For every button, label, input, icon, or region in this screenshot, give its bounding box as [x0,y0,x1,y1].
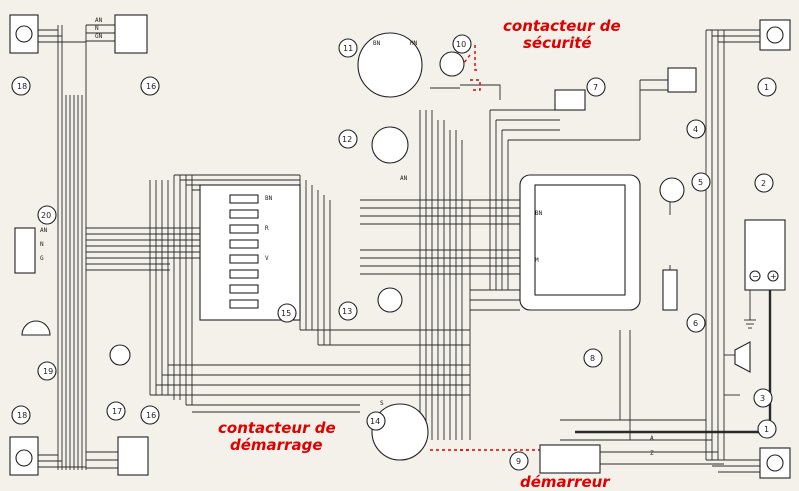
svg-text:16: 16 [146,82,156,91]
svg-text:V: V [265,255,269,262]
svg-text:15: 15 [281,309,291,318]
component-9-starter: 9 [509,444,601,474]
annotation-safety-switch: contacteur de sécurité [503,18,621,52]
component-14-start-switch: 14 [366,403,429,461]
svg-text:10: 10 [456,40,466,49]
annotation-starter: démarreur [520,473,610,491]
component-7-relay: 7 [554,77,606,111]
svg-text:4: 4 [693,125,698,134]
component-20-connector: 20 [14,205,57,274]
svg-text:3: 3 [760,394,765,403]
component-6-resistor: 6 [662,269,706,333]
svg-text:N: N [95,25,99,32]
svg-text:2: 2 [761,179,766,188]
svg-text:16: 16 [146,411,156,420]
svg-text:11: 11 [343,44,353,53]
svg-text:8: 8 [590,354,595,363]
component-5: 5 [659,172,711,203]
svg-text:HN: HN [410,40,418,47]
component-11-ignition: 11 [338,32,423,98]
svg-text:R: R [265,225,269,232]
wire-labels: AN N GN AN N G BN R V BN HN BN M A Z AN … [40,17,654,457]
svg-text:6: 6 [693,319,698,328]
svg-text:AN: AN [40,227,48,234]
component-16-bottom: 16 [117,405,160,476]
component-13: 13 [338,287,403,321]
svg-text:AN: AN [400,175,408,182]
component-1-bottom-right-lamp: 1 [757,419,791,479]
component-17-resistor: 17 [106,344,131,421]
svg-text:Z: Z [650,450,654,457]
component-18-top-left-lamp: 18 [9,14,39,96]
svg-text:S: S [380,400,384,407]
svg-text:BN: BN [535,210,543,217]
svg-text:7: 7 [593,83,598,92]
annotation-start-line2: démarrage [230,436,323,454]
component-3-horn: 3 [734,341,773,408]
svg-text:18: 18 [17,82,27,91]
svg-text:BN: BN [373,40,381,47]
fuse-row-group [229,194,259,309]
component-16-top: 16 [114,14,160,96]
annotation-safety-line2: sécurité [523,34,592,52]
svg-text:N: N [40,241,44,248]
component-2-battery: 2 − + [744,173,786,291]
svg-text:−: − [752,272,759,281]
component-18-bottom-left-lamp: 18 [9,405,39,476]
annotation-safety-line1: contacteur de [503,17,621,35]
center-bundles [86,80,641,440]
svg-text:12: 12 [342,135,352,144]
left-harness [38,24,118,470]
svg-text:BN: BN [265,195,273,202]
svg-text:GN: GN [95,33,103,40]
component-8-control-unit: 8 [519,174,641,368]
component-15-fuse-box: 15 [199,184,301,323]
svg-text:19: 19 [43,367,53,376]
annotation-start-line1: contacteur de [218,419,336,437]
svg-text:1: 1 [764,83,769,92]
svg-text:5: 5 [698,178,703,187]
svg-text:A: A [650,435,654,442]
svg-text:18: 18 [17,411,27,420]
svg-text:9: 9 [516,457,521,466]
component-10-safety-switch: 10 [439,34,472,77]
svg-text:17: 17 [112,407,122,416]
svg-text:1: 1 [764,425,769,434]
svg-text:20: 20 [41,211,51,220]
svg-text:+: + [770,272,777,281]
svg-text:13: 13 [342,307,352,316]
component-12: 12 [338,126,409,164]
component-4-horn: 4 [667,67,706,139]
component-1-top-right-lamp: 1 [757,19,791,97]
svg-text:AN: AN [95,17,103,24]
svg-text:M: M [535,257,539,264]
svg-text:14: 14 [370,417,380,426]
component-19-gauge: 19 [21,320,57,381]
svg-text:G: G [40,255,44,262]
annotation-start-switch: contacteur de démarrage [218,420,336,454]
